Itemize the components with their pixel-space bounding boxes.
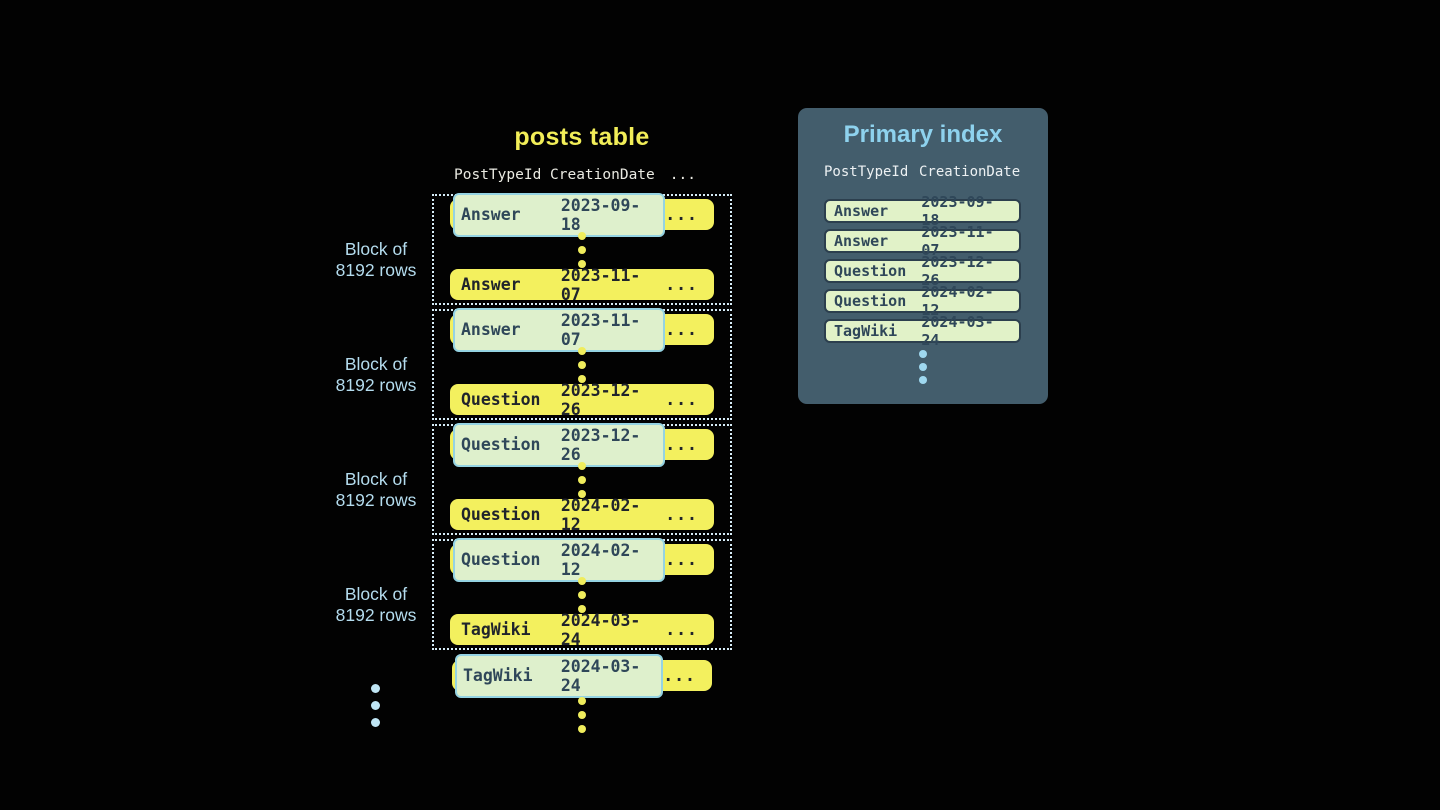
post-type-cell: Answer — [834, 202, 889, 220]
more-blocks-dots — [371, 684, 380, 727]
more-index-entries-dots — [798, 350, 1048, 384]
block-label-line1: Block of — [344, 584, 408, 604]
block-label-line1: Block of — [344, 469, 408, 489]
block-3: Question 2023-12-26 ... Question 2024-02… — [432, 422, 732, 535]
primary-index-title: Primary index — [843, 121, 1003, 148]
block-label-1: Block of 8192 rows — [306, 239, 446, 281]
post-type-cell: Question — [461, 435, 541, 454]
row-cells: Answer 2023-11-07 — [453, 263, 665, 307]
creation-date-cell: 2023-09-18 — [560, 195, 641, 234]
row-ellipsis: ... — [665, 390, 698, 409]
table-row: Question 2023-12-26 ... — [450, 381, 714, 419]
block-label-2: Block of 8192 rows — [306, 354, 446, 396]
creation-date-cell: 2024-02-12 — [921, 283, 994, 319]
block-4: Question 2024-02-12 ... TagWiki 2024-03-… — [432, 537, 732, 650]
indexed-entry-highlight: Answer 2023-09-18 — [453, 192, 666, 237]
index-entry: Answer 2023-11-07 — [824, 223, 1021, 259]
posts-table-title: posts table — [514, 123, 650, 151]
creation-date-cell: 2023-11-07 — [560, 310, 641, 349]
rows-ellipsis-dots — [578, 576, 586, 613]
block-label-line2: 8192 rows — [335, 375, 417, 395]
creation-date-cell: 2023-12-26 — [560, 380, 641, 419]
post-type-cell: TagWiki — [834, 322, 898, 340]
row-ellipsis: ... — [665, 205, 698, 224]
table-row: Question 2024-02-12 ... — [450, 496, 714, 534]
block-label-line1: Block of — [344, 239, 408, 259]
post-type-cell: Answer — [461, 205, 521, 224]
table-row: Answer 2023-11-07 ... — [450, 307, 714, 352]
indexed-entry-highlight: Question 2023-12-26 — [453, 422, 666, 467]
creation-date-cell: 2024-02-12 — [560, 495, 641, 534]
row-ellipsis: ... — [665, 505, 698, 524]
row-cells: Question 2023-12-26 — [453, 378, 665, 422]
column-header-creationdate: CreationDate — [550, 167, 655, 183]
post-type-cell: TagWiki — [463, 666, 533, 685]
indexed-entry-highlight: TagWiki 2024-03-24 — [455, 653, 664, 698]
row-ellipsis: ... — [663, 666, 696, 685]
rows-ellipsis-dots — [578, 461, 586, 498]
column-header-posttypeid: PostTypeId — [824, 164, 909, 180]
row-cells: TagWiki 2024-03-24 — [453, 608, 665, 652]
index-entry: Question 2024-02-12 — [824, 283, 1021, 319]
column-header-posttypeid: PostTypeId — [454, 167, 542, 183]
block-label-line2: 8192 rows — [335, 260, 417, 280]
post-type-cell: Question — [461, 390, 541, 409]
block-label-line2: 8192 rows — [335, 605, 417, 625]
block-1: Answer 2023-09-18 ... Answer 2023-11-07 … — [432, 192, 732, 305]
table-row-trailing: TagWiki 2024-03-24 ... — [452, 653, 712, 698]
creation-date-cell: 2023-12-26 — [921, 253, 994, 289]
post-type-cell: Answer — [834, 232, 889, 250]
creation-date-cell: 2023-11-07 — [921, 223, 994, 259]
post-type-cell: Question — [461, 505, 541, 524]
block-label-line1: Block of — [344, 354, 408, 374]
more-rows-dots — [578, 697, 586, 733]
index-entry: Question 2023-12-26 — [824, 253, 1021, 289]
block-label-3: Block of 8192 rows — [306, 469, 446, 511]
row-ellipsis: ... — [665, 550, 698, 569]
table-row: Question 2024-02-12 ... — [450, 537, 714, 582]
indexed-entry-highlight: Question 2024-02-12 — [453, 537, 666, 582]
creation-date-cell: 2024-02-12 — [560, 540, 641, 579]
row-ellipsis: ... — [665, 620, 698, 639]
creation-date-cell: 2023-12-26 — [560, 425, 641, 464]
row-ellipsis: ... — [665, 320, 698, 339]
table-row: TagWiki 2024-03-24 ... — [450, 611, 714, 649]
post-type-cell: TagWiki — [461, 620, 531, 639]
block-label-line2: 8192 rows — [335, 490, 417, 510]
post-type-cell: Question — [834, 262, 907, 280]
indexed-entry-highlight: Answer 2023-11-07 — [453, 307, 666, 352]
column-header-creationdate: CreationDate — [919, 164, 1021, 180]
creation-date-cell: 2023-11-07 — [560, 265, 641, 304]
table-row: Question 2023-12-26 ... — [450, 422, 714, 467]
creation-date-cell: 2023-09-18 — [921, 193, 994, 229]
posts-table-column-headers: PostTypeId CreationDate ... — [452, 167, 712, 183]
creation-date-cell: 2024-03-24 — [560, 656, 641, 695]
index-entry: Answer 2023-09-18 — [824, 193, 1021, 229]
rows-ellipsis-dots — [578, 231, 586, 268]
row-ellipsis: ... — [665, 275, 698, 294]
block-2: Answer 2023-11-07 ... Question 2023-12-2… — [432, 307, 732, 420]
primary-index-panel: Primary index PostTypeId CreationDate An… — [798, 108, 1048, 404]
table-row: Answer 2023-11-07 ... — [450, 266, 714, 304]
creation-date-cell: 2024-03-24 — [921, 313, 994, 349]
index-entry: TagWiki 2024-03-24 — [824, 313, 1021, 349]
post-type-cell: Answer — [461, 275, 521, 294]
column-header-ellipsis: ... — [669, 167, 696, 183]
post-type-cell: Answer — [461, 320, 521, 339]
table-row: Answer 2023-09-18 ... — [450, 192, 714, 237]
primary-index-rows: Answer 2023-09-18 Answer 2023-11-07 Ques… — [824, 193, 1021, 349]
post-type-cell: Question — [834, 292, 907, 310]
row-cells: Question 2024-02-12 — [453, 493, 665, 537]
row-ellipsis: ... — [665, 435, 698, 454]
post-type-cell: Question — [461, 550, 541, 569]
block-label-4: Block of 8192 rows — [306, 584, 446, 626]
primary-index-column-headers: PostTypeId CreationDate — [798, 164, 1048, 180]
creation-date-cell: 2024-03-24 — [560, 610, 641, 649]
rows-ellipsis-dots — [578, 346, 586, 383]
